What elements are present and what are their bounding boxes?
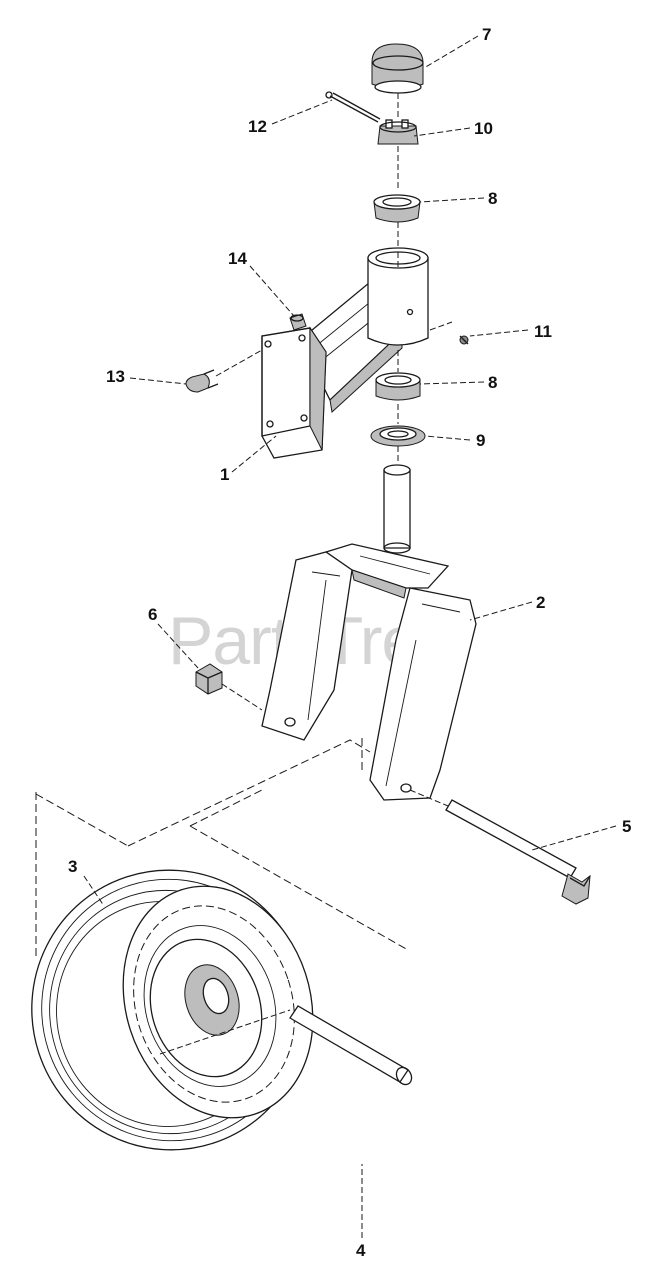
callout-10: 10 (474, 119, 493, 138)
axis-line-13 (215, 349, 263, 377)
part-8-bearing-upper[interactable] (373, 194, 421, 223)
part-9-seal[interactable] (370, 425, 426, 447)
part-14-nut[interactable] (289, 313, 307, 331)
callout-8-upper: 8 (488, 189, 497, 208)
callout-3: 3 (68, 857, 77, 876)
part-6-locknut[interactable] (195, 663, 223, 695)
callout-12: 12 (248, 117, 267, 136)
callout-5: 5 (622, 817, 631, 836)
frame-phantom-outline (35, 738, 409, 956)
callout-4: 4 (356, 1241, 366, 1260)
part-4-axle[interactable] (289, 1005, 415, 1087)
part-5-axle-bolt[interactable] (445, 799, 591, 905)
part-12-cotter-pin[interactable] (325, 91, 381, 123)
part-13-bolt[interactable] (185, 369, 219, 393)
callout-8-lower: 8 (488, 373, 497, 392)
callout-13: 13 (106, 367, 125, 386)
callout-14: 14 (228, 249, 247, 268)
leader-lines (83, 35, 617, 1238)
callout-6: 6 (148, 605, 157, 624)
callout-labels: 7 12 10 8 14 11 13 8 9 1 2 6 5 3 4 (68, 25, 631, 1260)
part-1-caster-mount[interactable] (261, 247, 429, 459)
callout-7: 7 (482, 25, 491, 44)
callout-9: 9 (476, 431, 485, 450)
part-2-caster-fork[interactable] (261, 464, 477, 801)
part-3-wheel[interactable] (0, 834, 345, 1186)
part-10-castle-nut[interactable] (377, 119, 419, 145)
part-7-dust-cap[interactable] (371, 43, 424, 94)
part-8-bearing-lower[interactable] (375, 372, 421, 401)
callout-1: 1 (220, 465, 229, 484)
axis-line-4b (159, 1009, 291, 1055)
callout-2: 2 (536, 593, 545, 612)
part-11-grease-fitting[interactable] (459, 335, 469, 345)
axis-line-6b (221, 683, 263, 711)
callout-11: 11 (534, 322, 552, 341)
axis-line-5b (409, 789, 449, 807)
